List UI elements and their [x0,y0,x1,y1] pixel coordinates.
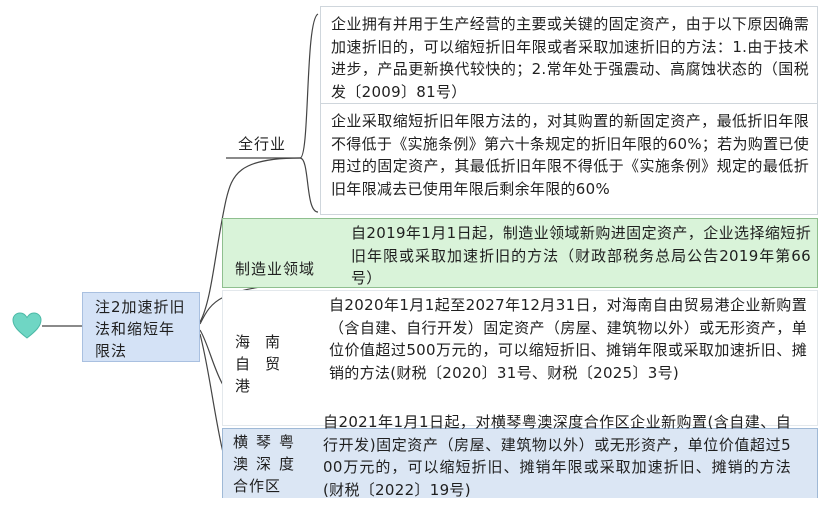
branch-hainan[interactable]: 海南自贸港 自2020年1月1起至2027年12月31日，对海南自由贸易港企业新… [222,290,818,426]
branch-hengqin[interactable]: 横琴粤澳深度合作区 自2021年1月1日起，对横琴粤澳深度合作区企业新购置(含自… [222,413,818,499]
connector-branch-1-split-top [299,13,319,159]
branch-manufacturing[interactable]: 制造业领域 自2019年1月1日起，制造业领域新购进固定资产，企业选择缩短折旧年… [222,218,818,288]
branch-label-hainan: 海南自贸港 [235,333,281,395]
branch-label-all-industries[interactable]: 全行业 [238,135,287,153]
branch-label-hengqin: 横琴粤澳深度合作区 [233,433,295,495]
branch-2-item-1: 自2019年1月1日起，制造业领域新购进固定资产，企业选择缩短折旧年限或采取加速… [351,224,811,287]
branch-3-item-1: 自2020年1月1起至2027年12月31日，对海南自由贸易港企业新购置（含自建… [329,296,807,382]
branch-1-item-2[interactable]: 企业采取缩短折旧年限方法的，对其购置的新固定资产，最低折旧年限不得低于《实施条例… [320,103,818,215]
root-topic-label: 注2加速折旧法和缩短年限法 [95,298,186,360]
branch-1-item-1[interactable]: 企业拥有并用于生产经营的主要或关键的固定资产，由于以下原因确需加速折旧的，可以缩… [320,6,818,104]
branch-4-item-1: 自2021年1月1日起，对横琴粤澳深度合作区企业新购置(含自建、自行开发)固定资… [323,413,791,499]
connector-branch-1-split-bottom [299,157,319,213]
branch-label-manufacturing: 制造业领域 [235,260,316,278]
root-topic[interactable]: 注2加速折旧法和缩短年限法 [82,292,200,362]
heart-icon [12,312,42,339]
